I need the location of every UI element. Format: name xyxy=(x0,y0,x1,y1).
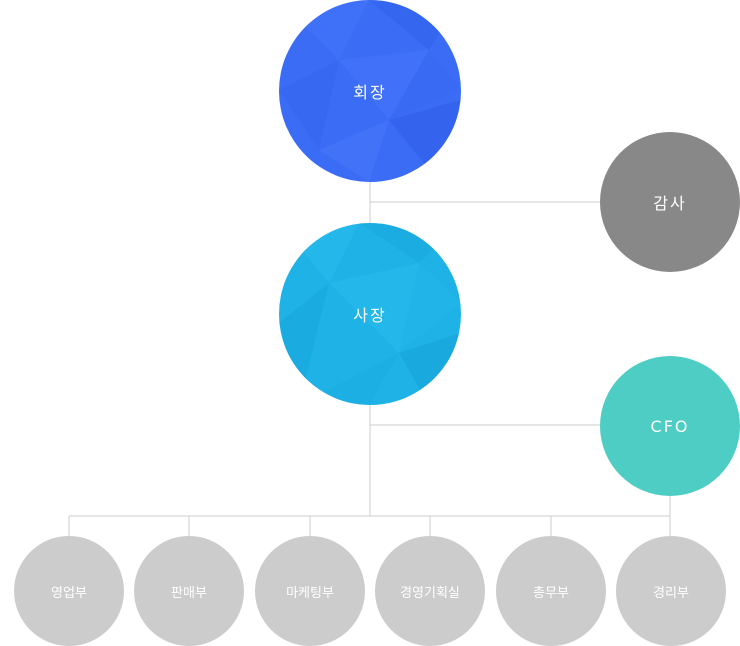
department-node: 마케팅부 xyxy=(255,536,365,646)
department-node: 경리부 xyxy=(616,536,726,646)
auditor-label: 감사 xyxy=(653,194,687,213)
auditor-node: 감사 xyxy=(600,132,740,272)
department-node: 판매부 xyxy=(134,536,244,646)
department-label: 경영기획실 xyxy=(400,585,460,601)
president-label: 사장 xyxy=(353,306,387,325)
department-node: 영업부 xyxy=(14,536,124,646)
department-label: 마케팅부 xyxy=(286,585,334,601)
department-label: 경리부 xyxy=(653,585,689,601)
department-label: 총무부 xyxy=(533,585,569,601)
polygon-texture xyxy=(279,223,461,405)
department-label: 판매부 xyxy=(171,585,207,601)
cfo-label: CFO xyxy=(650,416,690,436)
department-label: 영업부 xyxy=(51,585,87,601)
polygon-texture xyxy=(279,0,461,182)
president-node: 사장 xyxy=(279,223,461,405)
cfo-node: CFO xyxy=(600,356,740,496)
department-node: 경영기획실 xyxy=(375,536,485,646)
chairman-label: 회장 xyxy=(353,83,387,102)
chairman-node: 회장 xyxy=(279,0,461,182)
department-node: 총무부 xyxy=(496,536,606,646)
